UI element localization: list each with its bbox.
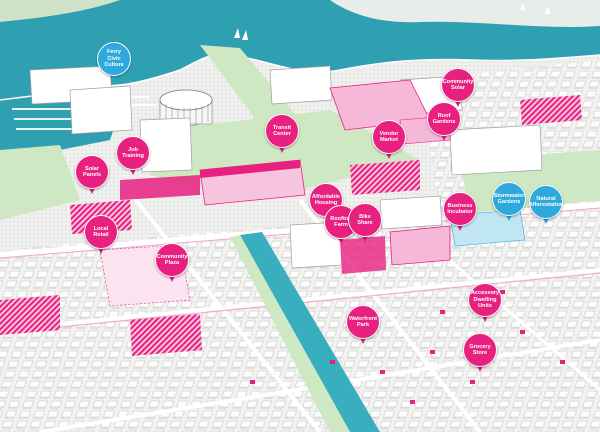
pin-pointer (542, 216, 550, 224)
pin-label-vendor-market[interactable]: Vendor Market (372, 120, 406, 154)
pin-pointer (456, 223, 464, 231)
pin-label-community-plaza[interactable]: Community Plaza (155, 243, 189, 277)
pin-pointer (454, 99, 462, 107)
pin-pointer (168, 274, 176, 282)
pin-pointer (476, 364, 484, 372)
adu-markers (250, 290, 565, 404)
pin-pointer (278, 145, 286, 153)
pin-label-stormwater-gardens[interactable]: Stormwater Gardens (492, 182, 526, 216)
pin-label-transit-center[interactable]: Transit Center (265, 114, 299, 148)
far-shore-green (0, 0, 120, 22)
bay-water (0, 0, 600, 100)
pin-pointer (129, 167, 137, 175)
pin-label-grocery-store[interactable]: Grocery Store (463, 333, 497, 367)
pin-pointer (337, 236, 345, 244)
canal (240, 232, 380, 432)
pin-label-local-retail[interactable]: Local Retail (84, 215, 118, 249)
pin-label-bike-share[interactable]: Bike Share (348, 203, 382, 237)
pin-pointer (481, 314, 489, 322)
pin-pointer (97, 246, 105, 254)
pin-label-natural-afforestation[interactable]: Natural Afforestation (529, 185, 563, 219)
pin-pointer (385, 151, 393, 159)
pin-pointer (440, 133, 448, 141)
pin-pointer (505, 213, 513, 221)
pin-label-cultural-station[interactable]: Ferry Civic Culture (97, 42, 131, 76)
pin-label-accessory-dwelling-units[interactable]: Accessory Dwelling Units (468, 283, 502, 317)
waterfront-park-green (200, 45, 300, 132)
pin-pointer (110, 73, 118, 81)
pin-label-roof-gardens[interactable]: Roof Gardens (427, 102, 461, 136)
pin-label-waterfront-park[interactable]: Waterfront Park (346, 305, 380, 339)
pin-label-job-training[interactable]: Job Training (116, 136, 150, 170)
pin-pointer (359, 336, 367, 344)
pin-label-business-incubator[interactable]: Business Incubator (443, 192, 477, 226)
sailboats (234, 3, 550, 40)
far-shore (330, 0, 600, 27)
pin-label-community-solar[interactable]: Community Solar (441, 68, 475, 102)
pin-pointer (88, 186, 96, 194)
pin-pointer (361, 234, 369, 242)
left-green (0, 145, 80, 220)
pin-label-solar-panels[interactable]: Solar Panels (75, 155, 109, 189)
canal-green (230, 235, 350, 432)
